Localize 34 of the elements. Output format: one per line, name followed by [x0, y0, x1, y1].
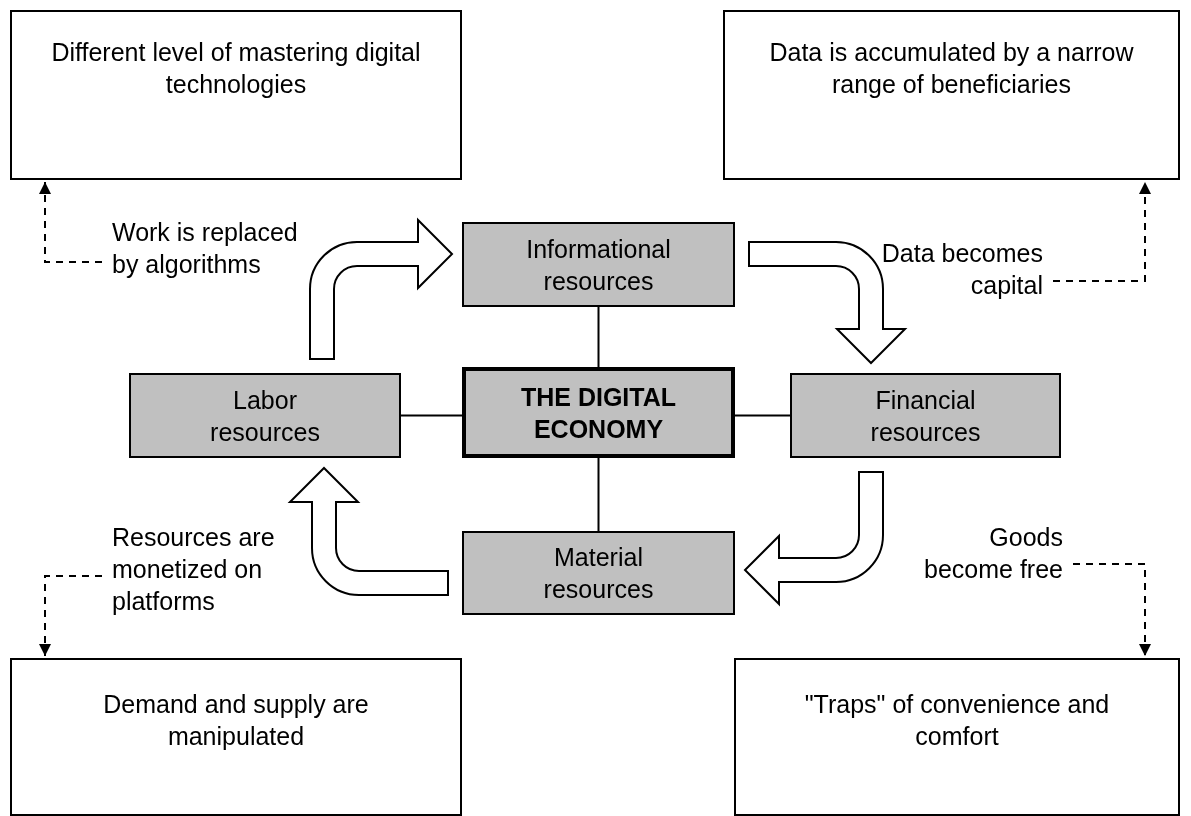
box-text: Material resources: [542, 542, 655, 605]
text-box: [723, 10, 1180, 180]
box-text: THE DIGITAL ECONOMY: [519, 381, 678, 445]
annotation-text: Goods become free: [913, 521, 1063, 587]
resource-box: [462, 222, 735, 307]
resource-box: [462, 531, 735, 615]
dashed-arrow: [1072, 563, 1151, 657]
text-box: [10, 658, 462, 816]
annotation-text: Work is replaced by algorithms: [112, 216, 312, 282]
connector-line: [734, 414, 791, 417]
box-text: Data is accumulated by a narrow range of beneficiaries: [768, 37, 1135, 100]
resource-box: [790, 373, 1061, 458]
connector-line: [400, 414, 463, 417]
box-text: Labor resources: [209, 384, 321, 448]
connector-line: [597, 457, 600, 532]
block-arrow: [309, 219, 453, 360]
box-text: Demand and supply are manipulated: [102, 689, 370, 752]
box-text: Different level of mastering digital technologies: [50, 37, 422, 100]
text-box: [10, 10, 462, 180]
box-text: Financial resources: [869, 384, 982, 448]
text-box: [734, 658, 1180, 816]
dashed-arrow: [39, 181, 103, 263]
central-box: [462, 367, 735, 458]
annotation-text: Resources are monetized on platforms: [112, 521, 312, 619]
block-arrow: [289, 467, 449, 596]
annotation-text: Data becomes capital: [853, 237, 1043, 303]
block-arrow: [744, 471, 884, 605]
box-text: Informational resources: [525, 233, 672, 297]
dashed-arrow: [1052, 181, 1151, 282]
box-text: "Traps" of convenience and comfort: [803, 689, 1111, 752]
connector-line: [597, 306, 600, 368]
resource-box: [129, 373, 401, 458]
block-arrow: [748, 241, 906, 364]
dashed-arrow: [39, 575, 103, 657]
